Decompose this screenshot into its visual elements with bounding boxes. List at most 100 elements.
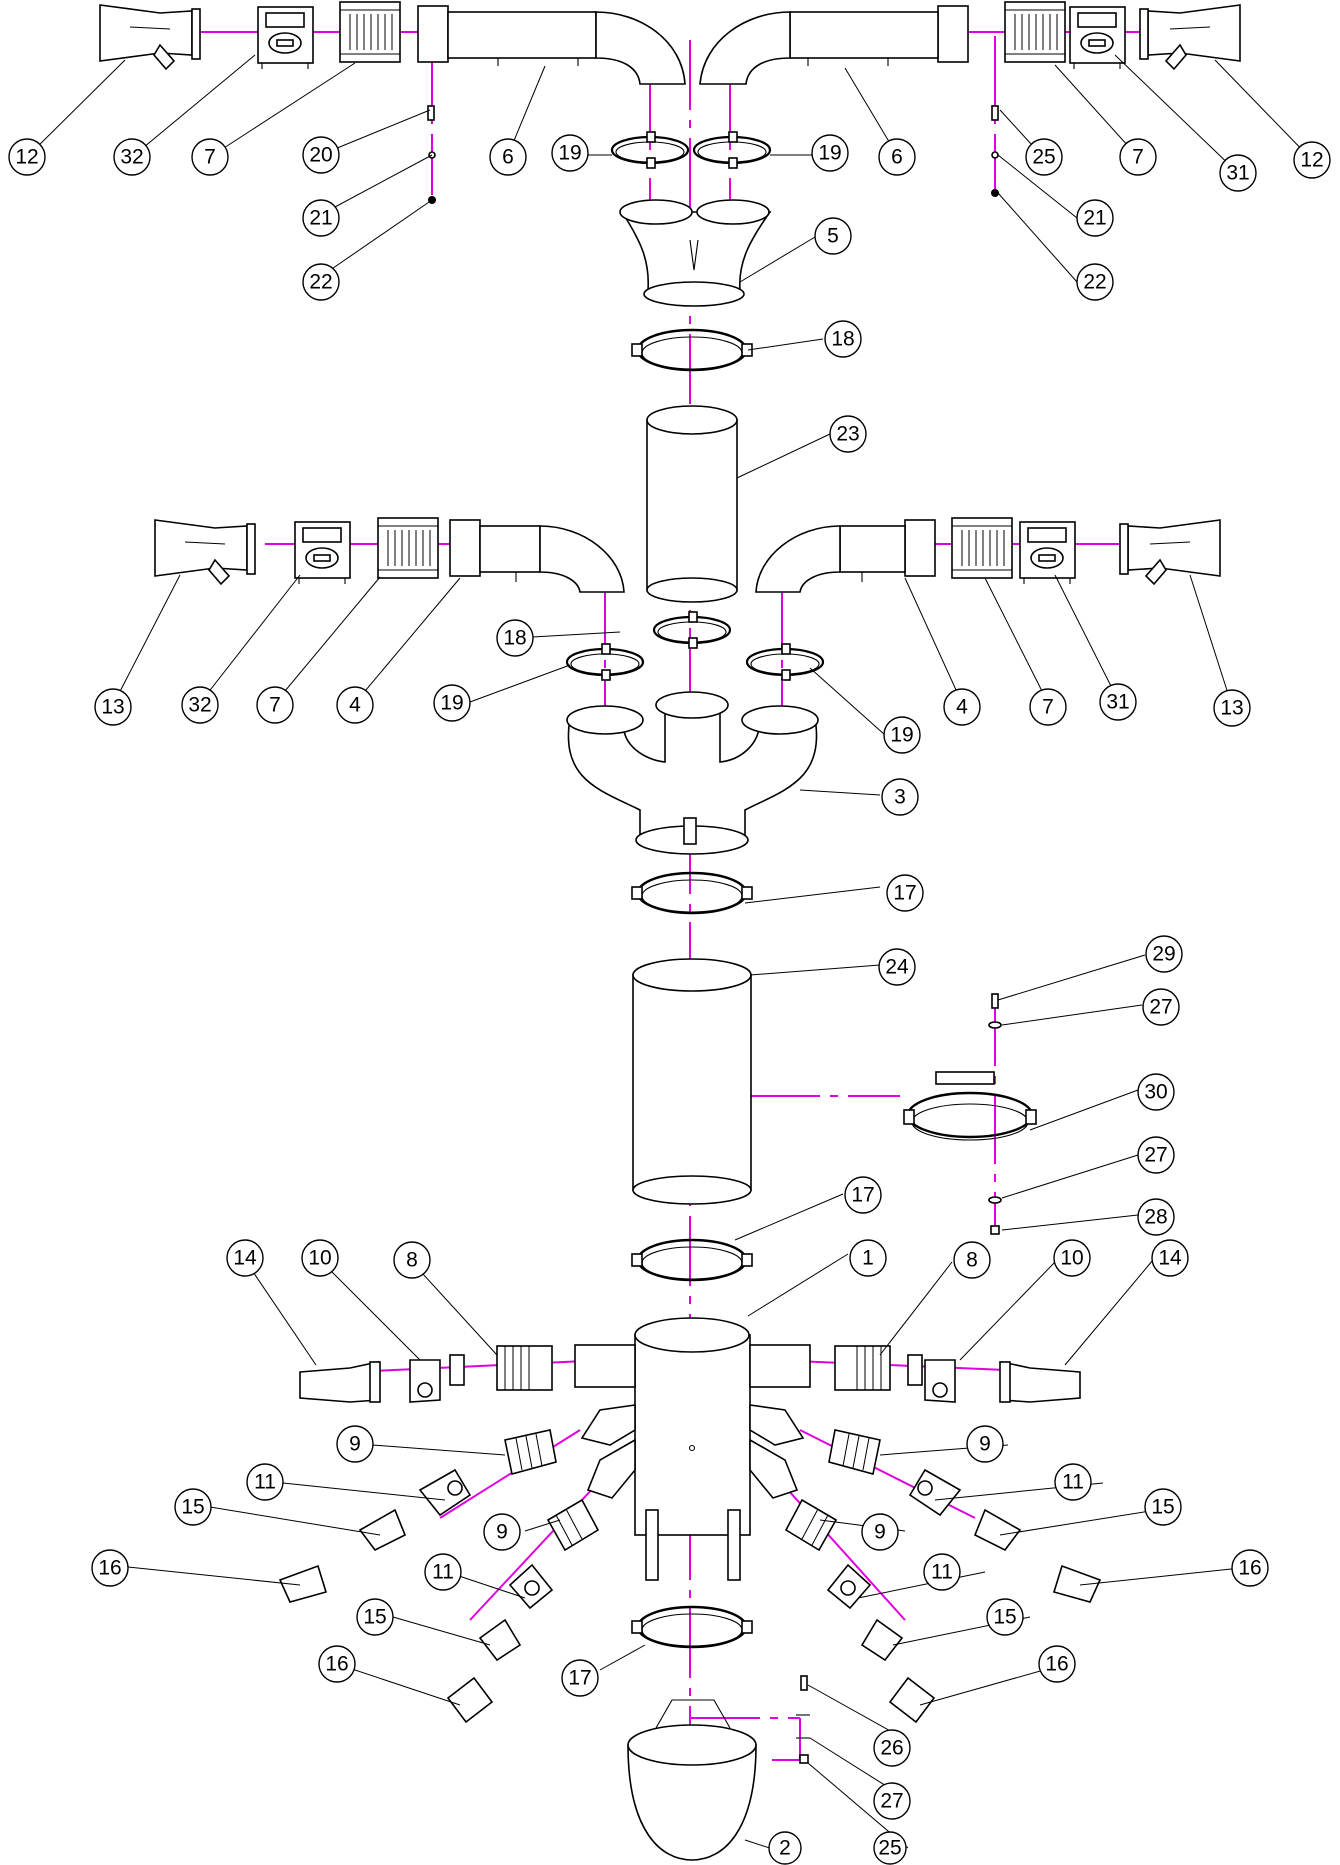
part-15-fitting-lower-right	[860, 1618, 904, 1662]
part-5-y-splitter	[619, 199, 772, 307]
callout-29: 29	[1145, 935, 1183, 973]
leader-lines	[26, 54, 1313, 1854]
callout-19-mid-right: 19	[883, 716, 921, 754]
callout-17-bottom: 17	[561, 1659, 599, 1697]
part-11-valve-lower-left	[508, 1563, 554, 1610]
callout-17-mid: 17	[844, 1176, 882, 1214]
callout-label: 29	[1152, 943, 1175, 966]
callout-label: 13	[1220, 697, 1243, 720]
callout-label: 25	[878, 1837, 901, 1860]
callout-28: 28	[1137, 1198, 1175, 1236]
callout-22-right: 22	[1076, 263, 1114, 301]
part-19-clamp-top-right	[692, 130, 772, 170]
callout-10-left: 10	[301, 1239, 339, 1277]
callout-label: 4	[956, 696, 968, 719]
part-15-fitting-upper-left	[358, 1508, 407, 1552]
callout-label: 28	[1144, 1206, 1167, 1229]
callout-label: 19	[818, 142, 841, 165]
callout-16-lower-right: 16	[1038, 1645, 1076, 1683]
part-11-valve-upper-right	[908, 1468, 962, 1517]
callout-label: 3	[894, 786, 906, 809]
part-11-valve-lower-right	[826, 1563, 872, 1610]
callout-15-lower-left: 15	[356, 1598, 394, 1636]
callout-label: 16	[1045, 1653, 1068, 1676]
callout-16-lower-left: 16	[318, 1645, 356, 1683]
callout-label: 14	[1158, 1247, 1182, 1270]
callout-19-top-left: 19	[551, 134, 589, 172]
callout-label: 10	[308, 1247, 331, 1270]
callout-label: 2	[779, 1837, 791, 1860]
part-11-valve-upper-left	[418, 1468, 472, 1517]
callout-label: 12	[15, 146, 38, 169]
callout-22-left: 22	[302, 263, 340, 301]
part-17-clamp-middle	[630, 1238, 754, 1282]
callout-11-upper-right: 11	[1054, 1463, 1092, 1501]
callout-label: 6	[891, 146, 903, 169]
callout-8-left: 8	[393, 1241, 431, 1279]
part-7-bellows-top-right	[1004, 1, 1066, 63]
callout-label: 31	[1226, 162, 1249, 185]
callout-6-right: 6	[878, 138, 916, 176]
callout-label: 7	[1132, 146, 1144, 169]
assembly-axes	[175, 31, 1175, 1860]
callout-32-mid: 32	[181, 686, 219, 724]
callout-11-lower-left: 11	[424, 1553, 462, 1591]
callout-label: 9	[874, 1521, 886, 1544]
callout-label: 10	[1060, 1247, 1083, 1270]
callout-20: 20	[302, 136, 340, 174]
callout-label: 15	[1151, 1496, 1174, 1519]
part-13-nozzle-left	[154, 519, 256, 585]
part-16-coupling-upper-right	[1052, 1564, 1102, 1603]
callout-15-upper-right: 15	[1144, 1488, 1182, 1526]
callout-label: 16	[98, 1557, 121, 1580]
part-9-bellows-lower-right	[784, 1498, 838, 1552]
part-16-coupling-lower-right	[888, 1676, 936, 1724]
callout-label: 19	[558, 142, 581, 165]
part-16-coupling-upper-left	[278, 1564, 328, 1603]
part-10-valve-right	[907, 1354, 956, 1403]
part-18-clamp-top	[630, 328, 754, 372]
callout-9-lower-right: 9	[861, 1513, 899, 1551]
callout-label: 21	[1083, 207, 1106, 230]
callout-10-right: 10	[1053, 1239, 1091, 1277]
part-9-bellows-upper-left	[504, 1429, 557, 1475]
callout-2: 2	[768, 1831, 802, 1865]
callout-4-left: 4	[336, 686, 374, 724]
callout-label: 17	[851, 1184, 874, 1207]
callout-label: 15	[363, 1606, 386, 1629]
part-19-clamp-mid-right	[745, 642, 825, 682]
callout-label: 22	[309, 271, 332, 294]
callout-9-upper-left: 9	[336, 1425, 374, 1463]
callout-12-top-left: 12	[8, 138, 46, 176]
callout-12-top-right: 12	[1293, 141, 1331, 179]
part-6-elbow-pipe-right	[699, 5, 969, 85]
callout-21-right: 21	[1076, 199, 1114, 237]
part-18-clamp-mid	[652, 610, 732, 650]
part-32-valve-mid	[294, 521, 351, 585]
callout-label: 18	[831, 328, 854, 351]
callout-27-top: 27	[1142, 988, 1180, 1026]
part-14-nozzle-right	[999, 1361, 1081, 1403]
callout-label: 23	[836, 423, 859, 446]
callout-7-mid-left: 7	[256, 686, 294, 724]
callout-label: 15	[993, 1606, 1016, 1629]
callout-18-top: 18	[824, 320, 862, 358]
part-13-nozzle-right	[1119, 519, 1221, 585]
part-7-bellows-mid-right	[951, 517, 1013, 579]
callout-label: 11	[931, 1561, 953, 1584]
part-14-nozzle-left	[299, 1361, 381, 1403]
callout-14-left: 14	[226, 1239, 264, 1277]
callout-label: 17	[568, 1667, 591, 1690]
callout-21-left: 21	[302, 199, 340, 237]
part-12-nozzle-top-left	[99, 4, 201, 70]
callout-13-right: 13	[1213, 689, 1251, 727]
callout-11-lower-right: 11	[923, 1553, 961, 1591]
callout-label: 11	[254, 1471, 276, 1494]
callout-label: 18	[503, 627, 526, 650]
part-1-base-body	[574, 1317, 811, 1581]
callout-9-upper-right: 9	[966, 1425, 1004, 1463]
callout-label: 11	[432, 1561, 454, 1584]
callout-label: 12	[1300, 149, 1323, 172]
callout-23: 23	[829, 415, 867, 453]
